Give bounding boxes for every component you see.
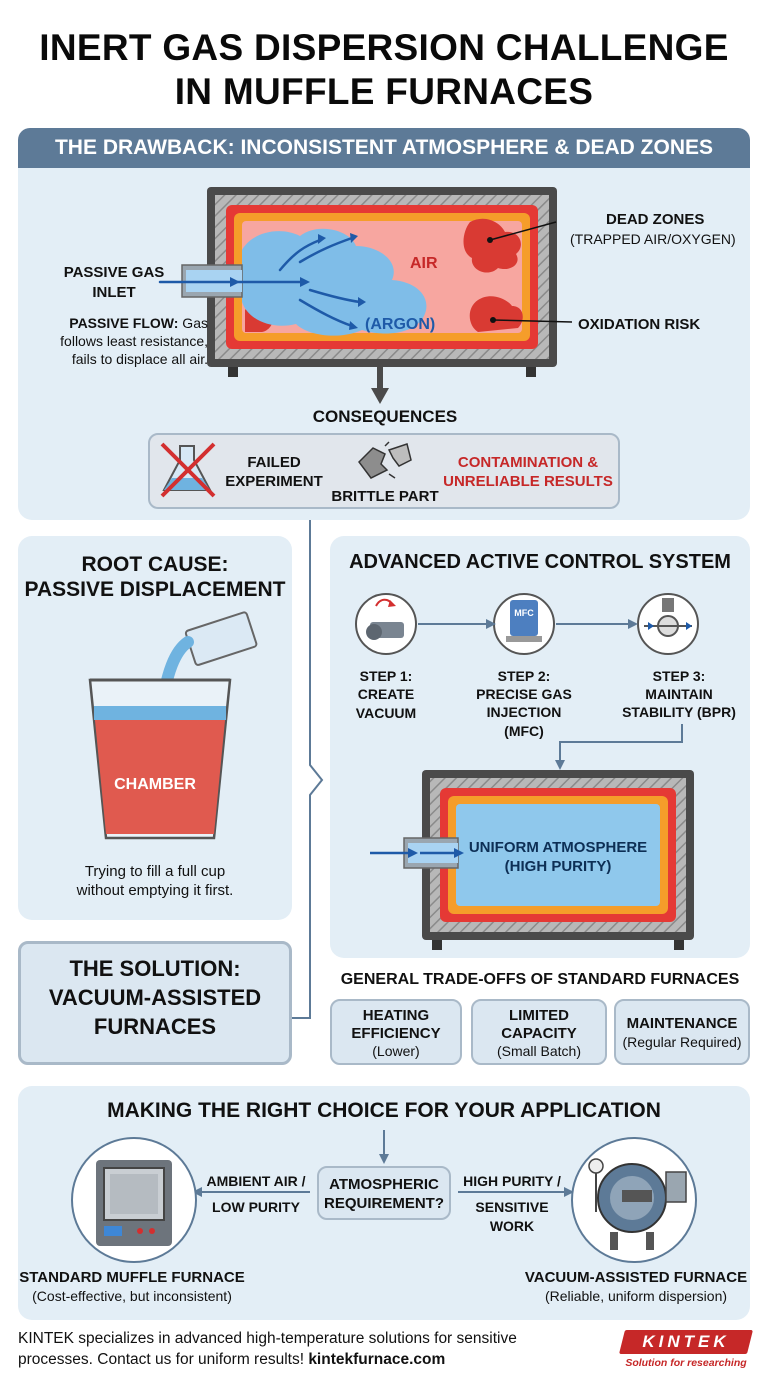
air-label: AIR (410, 255, 438, 272)
inlet-label-line2: INLET (92, 284, 136, 301)
solution-line1: THE SOLUTION: (69, 956, 241, 981)
left-branch-line1: AMBIENT AIR / (206, 1173, 306, 1189)
footer-line1: KINTEK specializes in advanced high-temp… (18, 1330, 517, 1347)
tradeoff-capacity-line2: CAPACITY (501, 1025, 577, 1042)
passive-flow-line3: fails to displace all air. (71, 351, 208, 367)
broken-part-icon (358, 441, 412, 479)
step2-line3: INJECTION (MFC) (486, 704, 562, 739)
page-title-line2: IN MUFFLE FURNACES (174, 71, 594, 112)
active-control-header: ADVANCED ACTIVE CONTROL SYSTEM (349, 551, 731, 573)
root-caption-line2: without emptying it first. (76, 882, 234, 899)
kintek-tagline: Solution for researching (625, 1357, 747, 1369)
tradeoff-card-heating (330, 999, 462, 1065)
step1-line1: STEP 1: (359, 668, 413, 684)
argon-label: (ARGON) (365, 316, 436, 333)
tradeoff-card-maintenance (614, 999, 750, 1065)
tradeoff-heating-line1: HEATING (362, 1007, 430, 1024)
step3-line3: STABILITY (BPR) (622, 704, 736, 720)
requirement-box (317, 1166, 451, 1220)
brittle-label: BRITTLE PART (331, 488, 439, 505)
failed-line2: EXPERIMENT (225, 473, 323, 490)
step2-line2: PRECISE GAS (476, 686, 572, 702)
root-caption-line1: Trying to fill a full cup (84, 863, 226, 880)
left-branch-line2: LOW PURITY (212, 1199, 300, 1215)
consequences-label: CONSEQUENCES (312, 407, 458, 426)
standard-furnace-desc: (Cost-effective, but inconsistent) (32, 1288, 232, 1304)
consequences-box (148, 433, 620, 509)
tradeoffs-header: GENERAL TRADE-OFFS OF STANDARD FURNACES (340, 971, 740, 988)
step1-line2: CREATE VACUUM (355, 686, 417, 721)
solution-line3: FURNACES (93, 1014, 217, 1039)
requirement-line2: REQUIREMENT? (324, 1195, 444, 1212)
mfc-badge: MFC (514, 608, 534, 618)
tradeoff-capacity-line1: LIMITED (509, 1007, 569, 1024)
tradeoff-maintenance-line2: (Regular Required) (622, 1034, 742, 1050)
step2-line1: STEP 2: (497, 668, 551, 684)
tradeoff-maintenance-line1: MAINTENANCE (626, 1015, 738, 1032)
step3-line2: MAINTAIN (645, 686, 713, 702)
dead-zones-line1: DEAD ZONES (606, 211, 705, 228)
tradeoff-card-capacity (471, 999, 607, 1065)
tradeoff-heating-line3: (Lower) (372, 1043, 420, 1059)
overflowing-cup-illustration (88, 611, 258, 840)
tradeoff-capacity-line3: (Small Batch) (496, 1043, 582, 1059)
uniform-line1: UNIFORM ATMOSPHERE (468, 839, 648, 856)
uniform-line2: (HIGH PURITY) (504, 858, 612, 875)
root-cause-line1: ROOT CAUSE: (81, 553, 229, 576)
footer-line2: processes. Contact us for uniform result… (18, 1351, 446, 1368)
drawback-header: THE DRAWBACK: INCONSISTENT ATMOSPHERE & … (18, 128, 750, 168)
footer-url-link[interactable]: kintekfurnace.com (308, 1351, 446, 1368)
vacuum-furnace-desc: (Reliable, uniform dispersion) (544, 1288, 728, 1304)
tradeoff-heating-line2: EFFICIENCY (351, 1025, 441, 1042)
failed-line1: FAILED (247, 454, 301, 471)
right-branch-line1: HIGH PURITY / (463, 1173, 561, 1189)
inlet-label-line1: PASSIVE GAS (63, 264, 165, 281)
passive-flow-line1: PASSIVE FLOW: Gas (69, 315, 208, 331)
failed-flask-icon (160, 442, 216, 498)
choice-header: MAKING THE RIGHT CHOICE FOR YOUR APPLICA… (107, 1099, 661, 1122)
contam-line2: UNRELIABLE RESULTS (443, 473, 613, 490)
right-branch-line2: SENSITIVE WORK (475, 1199, 549, 1234)
root-cause-line2: PASSIVE DISPLACEMENT (24, 578, 286, 601)
solution-line2: VACUUM-ASSISTED (48, 985, 262, 1010)
requirement-line1: ATMOSPHERIC (329, 1176, 439, 1193)
chamber-label: CHAMBER (114, 776, 196, 793)
page-title-line1: INERT GAS DISPERSION CHALLENGE (39, 27, 729, 68)
standard-furnace-name: STANDARD MUFFLE FURNACE (19, 1269, 245, 1286)
vacuum-furnace-name: VACUUM-ASSISTED FURNACE (524, 1269, 748, 1286)
contam-line1: CONTAMINATION & (457, 454, 599, 471)
solution-box (18, 941, 292, 1065)
oxidation-label: OXIDATION RISK (578, 316, 701, 333)
step3-line1: STEP 3: (652, 668, 706, 684)
kintek-logo-text: KINTEK (642, 1332, 730, 1351)
passive-flow-line2: follows least resistance, (60, 333, 208, 349)
dead-zones-line2: (TRAPPED AIR/OXYGEN) (570, 231, 736, 247)
